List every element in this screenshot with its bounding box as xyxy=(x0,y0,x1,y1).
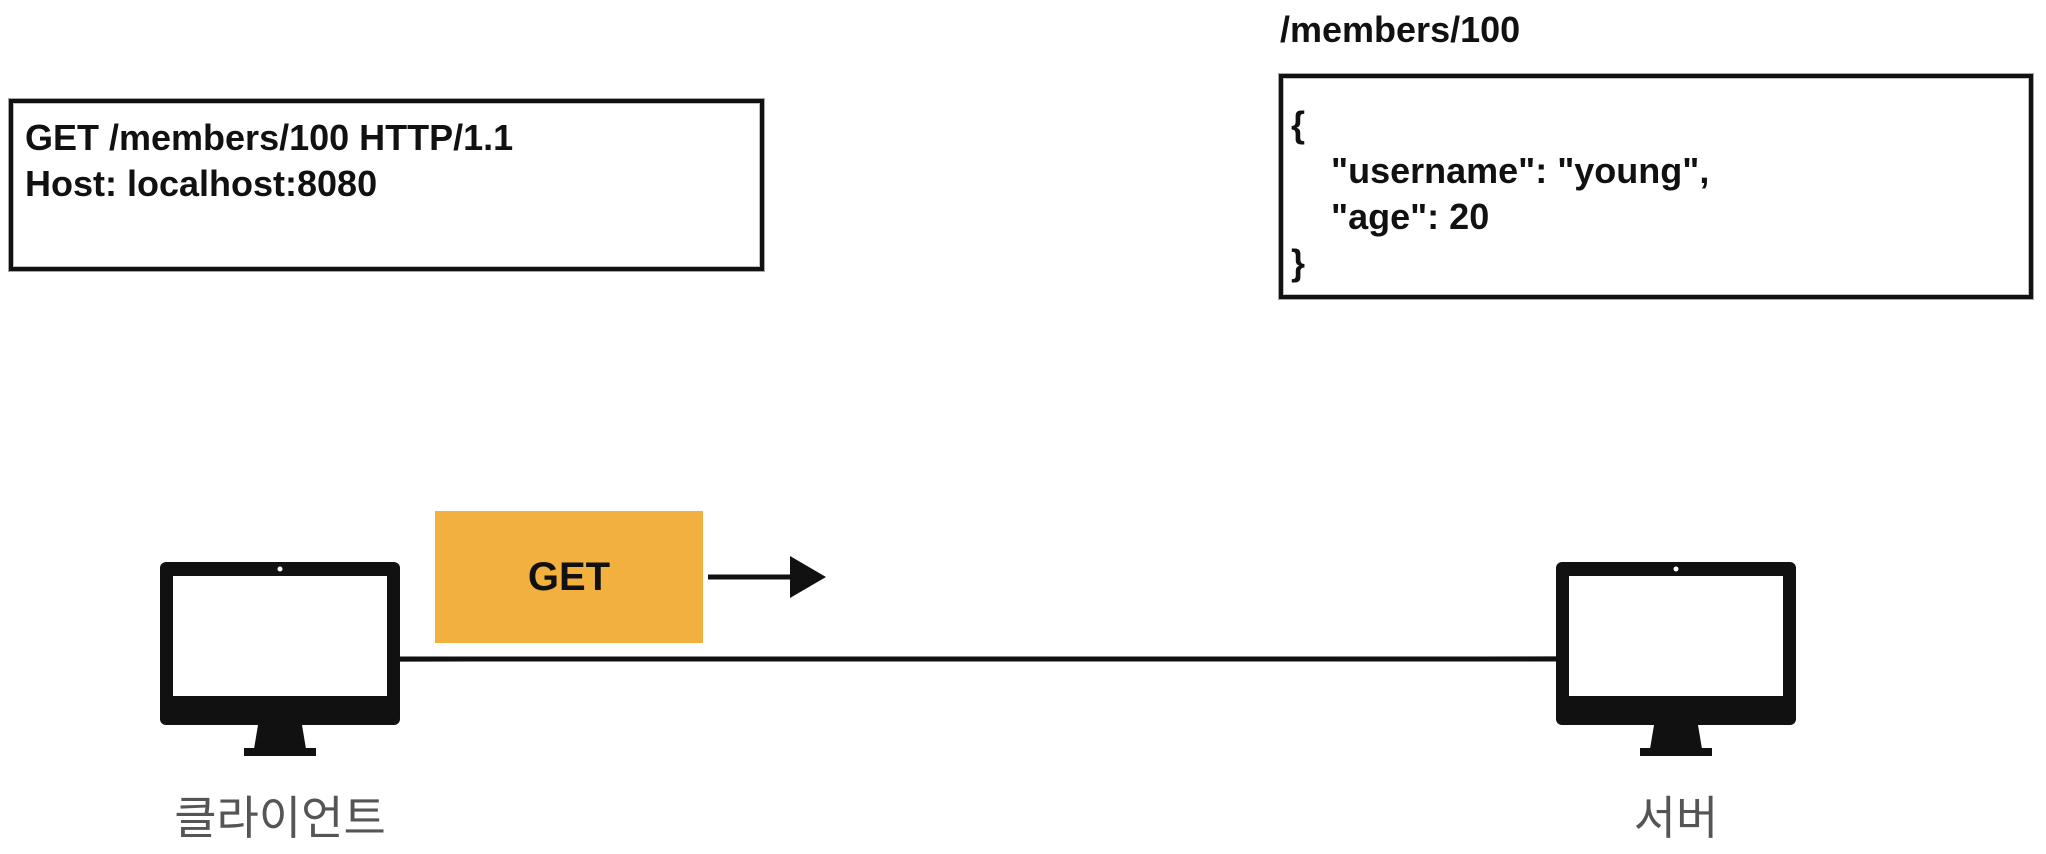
request-message-box: GET /members/100 HTTP/1.1 Host: localhos… xyxy=(9,99,764,271)
request-line: GET /members/100 HTTP/1.1 xyxy=(25,117,514,158)
json-username-line: "username": "young", xyxy=(1291,150,1710,191)
client-monitor-icon xyxy=(160,562,400,756)
response-body-text: { "username": "young", "age": 20 } xyxy=(1291,102,1709,286)
request-message-text: GET /members/100 HTTP/1.1 Host: localhos… xyxy=(25,115,513,207)
json-close-brace: } xyxy=(1291,242,1306,283)
http-method-box: GET xyxy=(435,511,703,643)
json-age-line: "age": 20 xyxy=(1291,196,1490,237)
response-body-box: { "username": "young", "age": 20 } xyxy=(1279,74,2033,299)
server-monitor-icon xyxy=(1556,562,1796,756)
json-open-brace: { xyxy=(1291,104,1306,145)
http-method-label: GET xyxy=(527,554,611,599)
client-label: 클라이언트 xyxy=(174,791,386,845)
request-host-line: Host: localhost:8080 xyxy=(25,163,378,204)
server-label: 서버 xyxy=(1633,791,1719,845)
response-resource-title: /members/100 xyxy=(1280,9,1521,50)
